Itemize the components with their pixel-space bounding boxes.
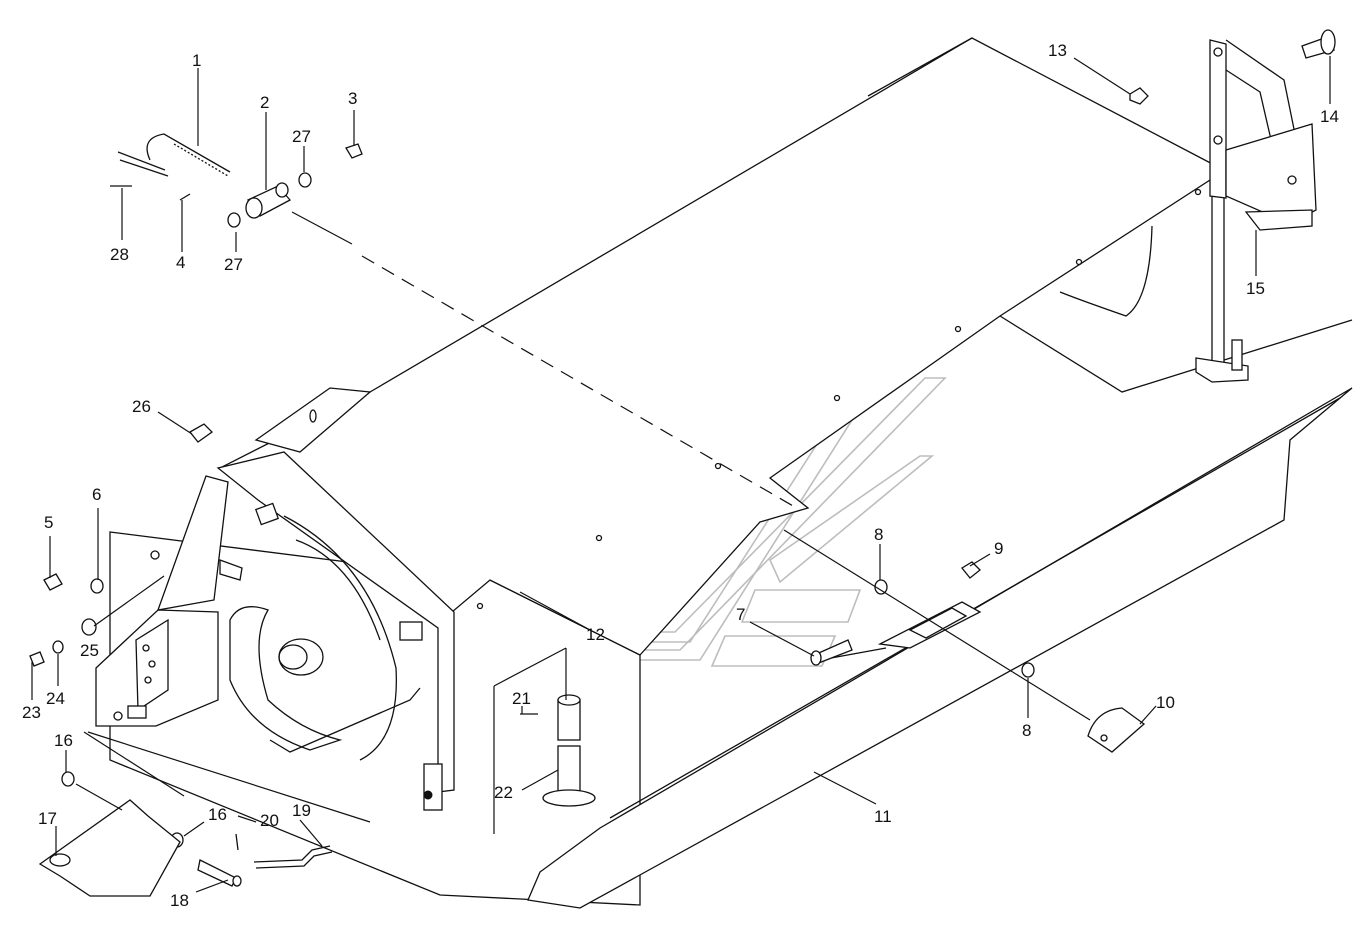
callout-7: 7 [736,605,745,624]
callout-24: 24 [46,689,65,708]
callout-8a: 8 [874,525,883,544]
callout-19: 19 [292,801,311,820]
rear-bracket [1129,29,1336,231]
callout-21: 21 [512,689,531,708]
callout-27a: 27 [292,127,311,146]
callout-10: 10 [1156,693,1175,712]
hinge-bracket [95,475,229,727]
side-skid-rail [527,387,1353,909]
callout-12: 12 [586,625,605,644]
side-plate [216,451,455,793]
callout-16b: 16 [208,805,227,824]
callout-6: 6 [92,485,101,504]
callout-18: 18 [170,891,189,910]
callout-3: 3 [348,89,357,108]
callout-8b: 8 [1022,721,1031,740]
callout-22: 22 [494,783,513,802]
callout-11: 11 [874,807,892,826]
callout-20: 20 [260,811,279,830]
spring-pin-assembly [110,133,801,511]
callout-26: 26 [132,397,151,416]
callout-9: 9 [994,539,1003,558]
leader-lines [31,56,1331,893]
callout-16a: 16 [54,731,73,750]
callout-4: 4 [176,253,185,272]
hardware [29,423,1146,897]
callout-23: 23 [22,703,41,722]
callout-28: 28 [110,245,129,264]
callout-labels: 1 2 3 27 27 28 4 13 14 15 26 6 5 25 23 2… [22,41,1339,910]
callout-14: 14 [1320,107,1339,126]
callout-25: 25 [80,641,99,660]
callout-27b: 27 [224,255,243,274]
callout-17: 17 [38,809,57,828]
callout-2: 2 [260,93,269,112]
callout-15: 15 [1246,279,1265,298]
callout-13: 13 [1048,41,1067,60]
callout-1: 1 [192,51,201,70]
callout-5: 5 [44,513,53,532]
